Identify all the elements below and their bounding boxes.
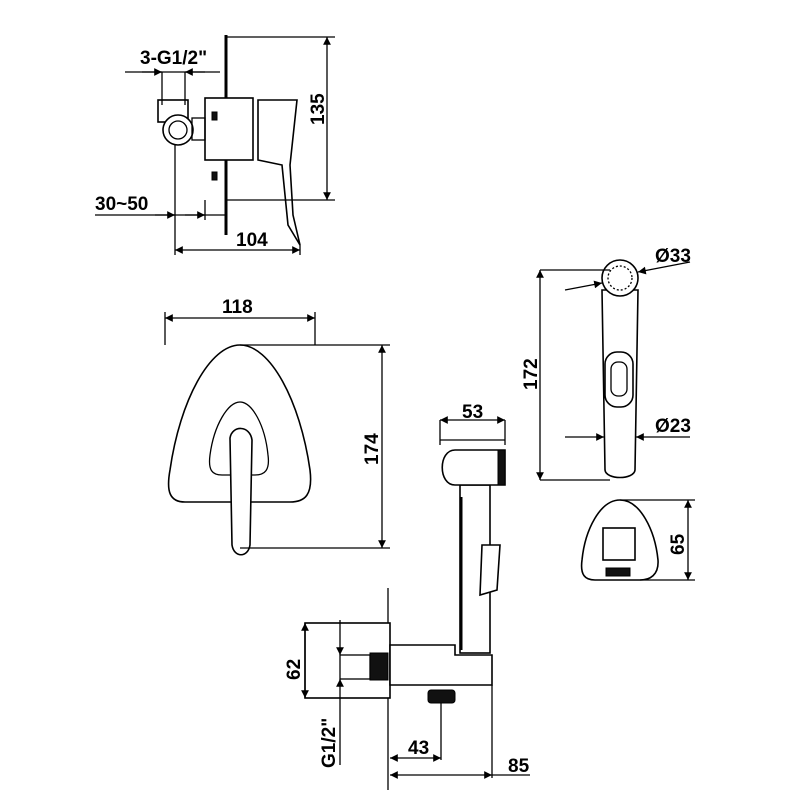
shower-head (601, 259, 639, 297)
dim-65: 65 (668, 533, 689, 555)
dim-phi23: Ø23 (655, 416, 691, 437)
dim-53: 53 (462, 402, 483, 423)
dim-g1-2: G1/2" (319, 718, 340, 768)
fitting-circle (162, 114, 194, 146)
trigger-side (479, 544, 501, 597)
holder-socket (602, 527, 636, 561)
hand-shower-view: 172 Ø33 Ø23 65 (521, 246, 695, 581)
side-assembly-view: 62 G1/2" 53 43 85 (284, 402, 530, 790)
front-view: 118 174 (164, 297, 390, 556)
dim-172: 172 (521, 358, 542, 390)
dim-104: 104 (236, 230, 268, 251)
elbow-body (389, 644, 493, 686)
knob (427, 689, 456, 704)
dim-85: 85 (508, 756, 530, 777)
shower-head-side (441, 449, 506, 486)
dim-30-50: 30~50 (95, 194, 148, 215)
valve-body (204, 97, 254, 161)
dim-3-g1-2: 3-G1/2" (140, 48, 207, 69)
dim-118: 118 (222, 297, 253, 318)
top-view: 135 3-G1/2" 30~50 104 (95, 35, 335, 255)
lever-handle-front (229, 427, 253, 556)
dim-62: 62 (284, 659, 305, 680)
lever-handle-side (257, 99, 301, 246)
dim-135: 135 (308, 93, 329, 125)
dim-43: 43 (408, 738, 429, 759)
dim-174: 174 (362, 433, 383, 465)
dim-phi33: Ø33 (655, 246, 691, 267)
trigger-button (604, 351, 634, 408)
